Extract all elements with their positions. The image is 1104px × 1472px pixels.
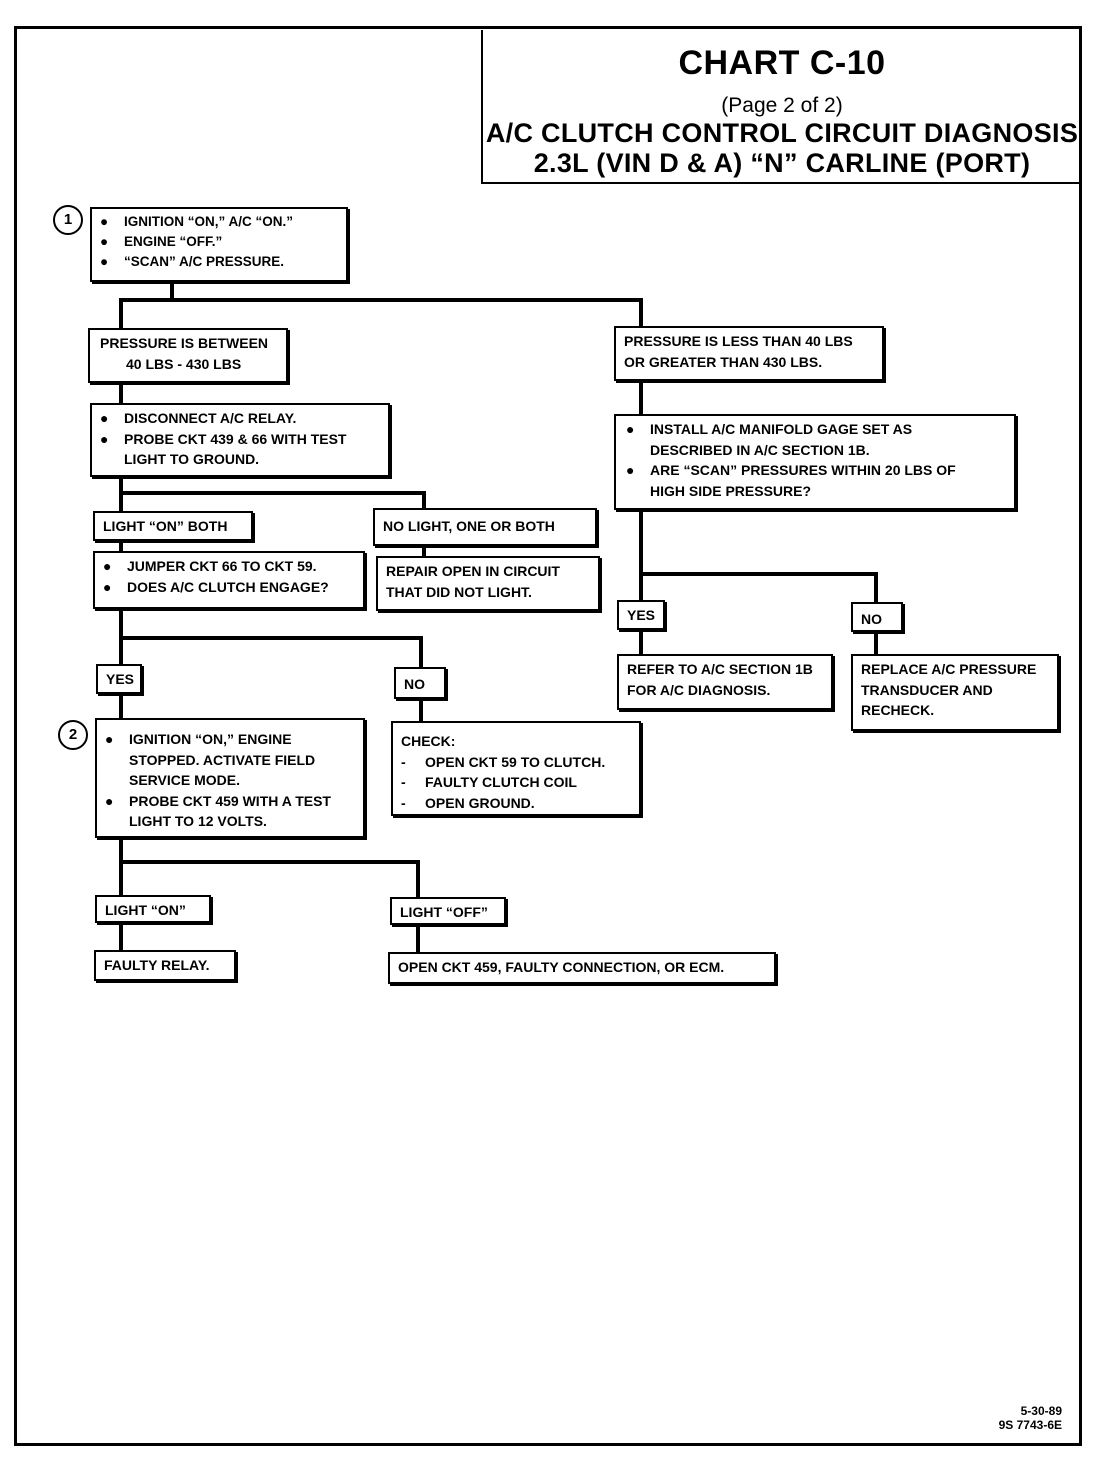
box-repair-open: REPAIR OPEN IN CIRCUIT THAT DID NOT LIGH… bbox=[376, 556, 600, 611]
page-frame bbox=[14, 26, 1082, 1446]
bullet-icon: ● bbox=[105, 792, 114, 809]
dash-icon: - bbox=[401, 794, 406, 811]
bullet-icon: ● bbox=[626, 462, 635, 478]
bullet-icon: ● bbox=[100, 234, 109, 249]
connector-start bbox=[119, 280, 643, 330]
bullet-icon: ● bbox=[100, 430, 109, 447]
bullet-icon: ● bbox=[100, 410, 109, 426]
box-light-on: LIGHT “ON” bbox=[95, 895, 211, 923]
dash-icon: - bbox=[401, 753, 406, 770]
box-check-list: CHECK: -OPEN CKT 59 TO CLUTCH. -FAULTY C… bbox=[391, 721, 641, 816]
box-light-on-both: LIGHT “ON” BOTH bbox=[93, 511, 253, 541]
chart-title: CHART C-10 bbox=[678, 44, 886, 82]
box-refer-section: REFER TO A/C SECTION 1B FOR A/C DIAGNOSI… bbox=[617, 654, 833, 710]
box-ignition-field-service: ●IGNITION “ON,” ENGINE STOPPED. ACTIVATE… bbox=[95, 718, 365, 838]
footer-date: 5-30-89 bbox=[1020, 1404, 1062, 1418]
box-pressure-outside: PRESSURE IS LESS THAN 40 LBS OR GREATER … bbox=[614, 326, 884, 381]
footer-code: 9S 7743-6E bbox=[998, 1418, 1062, 1432]
page-note: (Page 2 of 2) bbox=[721, 94, 843, 117]
step-marker-1: 1 bbox=[53, 205, 83, 235]
dash-icon: - bbox=[401, 774, 406, 790]
title-block: CHART C-10 (Page 2 of 2) A/C CLUTCH CONT… bbox=[481, 30, 1081, 184]
bullet-icon: ● bbox=[100, 214, 109, 229]
box-no-right: NO bbox=[851, 602, 903, 632]
diagnosis-title: A/C CLUTCH CONTROL CIRCUIT DIAGNOSIS bbox=[485, 118, 1079, 148]
bullet-icon: ● bbox=[100, 254, 109, 269]
box-no-light-one-or-both: NO LIGHT, ONE OR BOTH bbox=[373, 508, 597, 546]
box-no-left: NO bbox=[394, 667, 446, 699]
bullet-icon: ● bbox=[105, 731, 114, 747]
bullet-icon: ● bbox=[103, 558, 112, 574]
box-open-ckt-459: OPEN CKT 459, FAULTY CONNECTION, OR ECM. bbox=[388, 952, 776, 984]
box-pressure-between: PRESSURE IS BETWEEN 40 LBS - 430 LBS bbox=[88, 328, 288, 383]
bullet-icon: ● bbox=[626, 421, 635, 437]
box-install-gage-set: ●INSTALL A/C MANIFOLD GAGE SET AS DESCRI… bbox=[614, 414, 1016, 510]
connector-disconnect bbox=[119, 475, 426, 513]
box-jumper-ckt: ●JUMPER CKT 66 TO CKT 59. ●DOES A/C CLUT… bbox=[93, 551, 365, 609]
step-marker-2: 2 bbox=[58, 720, 88, 750]
bullet-icon: ● bbox=[103, 578, 112, 595]
connector-install bbox=[639, 508, 878, 604]
box-faulty-relay: FAULTY RELAY. bbox=[94, 950, 236, 981]
connector-jumper bbox=[119, 607, 423, 669]
connector-ignition2 bbox=[119, 836, 420, 899]
box-yes-left: YES bbox=[96, 664, 142, 694]
box-disconnect-relay: ●DISCONNECT A/C RELAY. ●PROBE CKT 439 & … bbox=[90, 403, 390, 477]
footer-block: 5-30-89 9S 7743-6E bbox=[999, 1404, 1062, 1432]
box-yes-right: YES bbox=[617, 600, 665, 630]
box-replace-transducer: REPLACE A/C PRESSURE TRANSDUCER AND RECH… bbox=[851, 654, 1059, 731]
box-ignition-on-ac-on: ●IGNITION “ON,” A/C “ON.” ●ENGINE “OFF.”… bbox=[90, 207, 348, 282]
box-light-off: LIGHT “OFF” bbox=[390, 897, 506, 925]
engine-carline-title: 2.3L (VIN D & A) “N” CARLINE (PORT) bbox=[533, 148, 1031, 178]
